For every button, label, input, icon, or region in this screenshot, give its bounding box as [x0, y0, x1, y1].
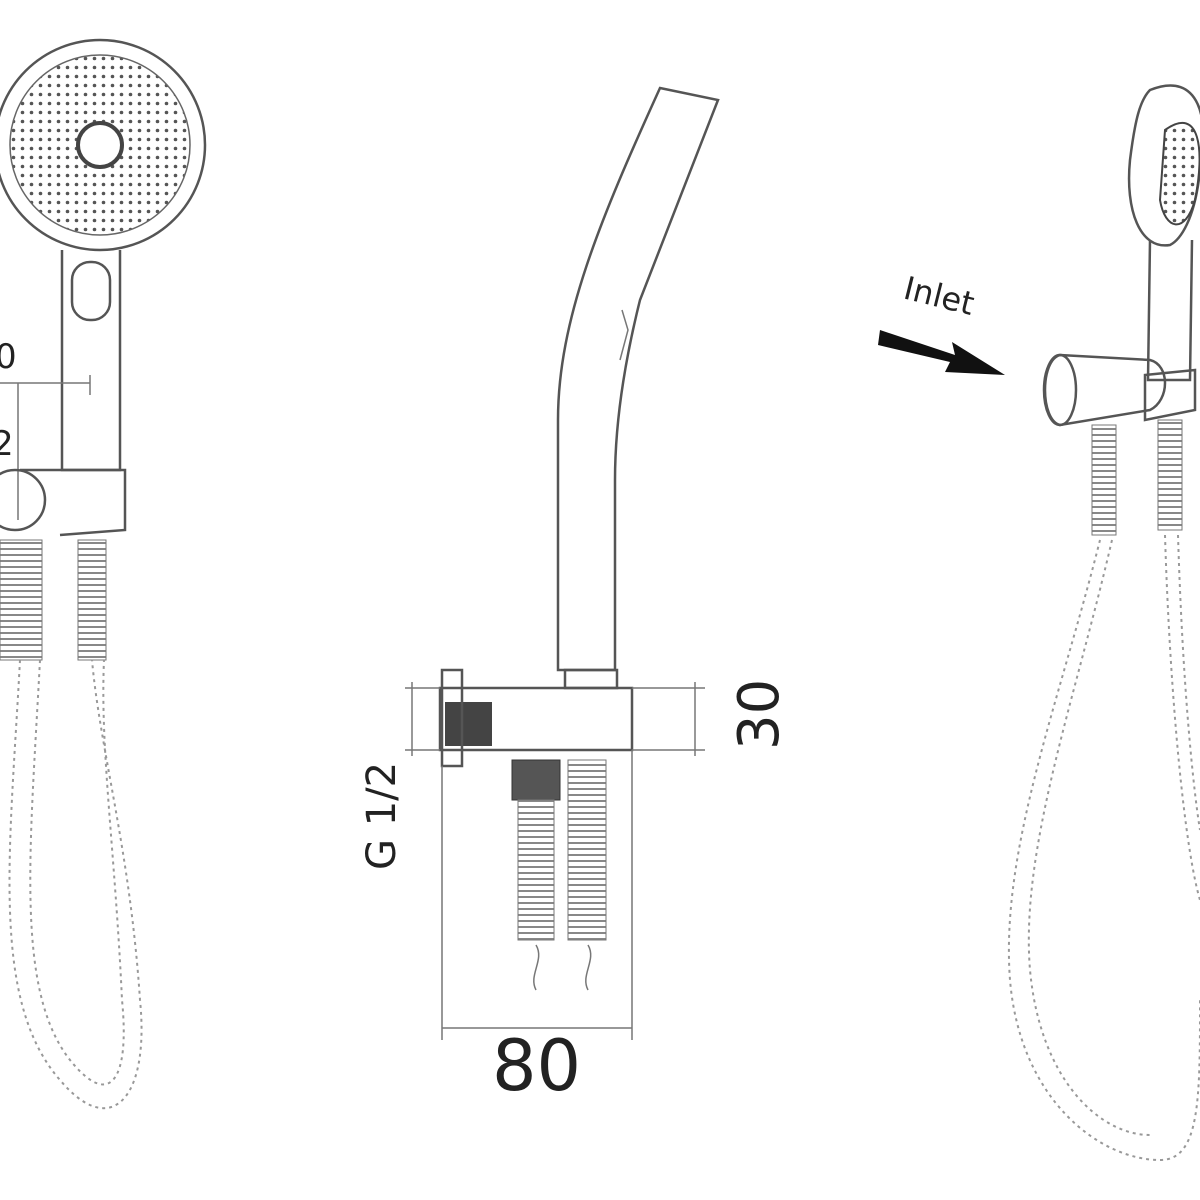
dimension-thread: G 1/2 — [359, 762, 405, 870]
wall-elbow — [0, 468, 47, 532]
front-view: 0 2 — [0, 38, 207, 1110]
left-dim-top: 0 — [0, 337, 17, 377]
head-perspective — [1127, 84, 1200, 247]
inlet-arrow-icon — [878, 330, 1005, 375]
hose-nut — [511, 759, 561, 801]
mode-button — [70, 260, 112, 322]
center-nozzle — [76, 121, 124, 169]
handle-perspective — [1146, 239, 1194, 382]
shower-head-face — [0, 38, 207, 252]
dimension-height: 30 — [727, 679, 792, 750]
handle — [60, 250, 122, 472]
perspective-view: Inlet — [878, 84, 1200, 1162]
left-dim-bottom: 2 — [0, 424, 14, 464]
handshower-side — [556, 86, 720, 672]
hose-loop-perspective — [1007, 539, 1200, 1162]
inlet-label: Inlet — [900, 269, 978, 323]
side-view: G 1/2 30 80 — [359, 86, 792, 1107]
dimension-width: 80 — [492, 1025, 581, 1107]
holder-bracket — [20, 468, 127, 537]
holder-body — [438, 686, 634, 752]
inlet-nut — [445, 702, 492, 746]
